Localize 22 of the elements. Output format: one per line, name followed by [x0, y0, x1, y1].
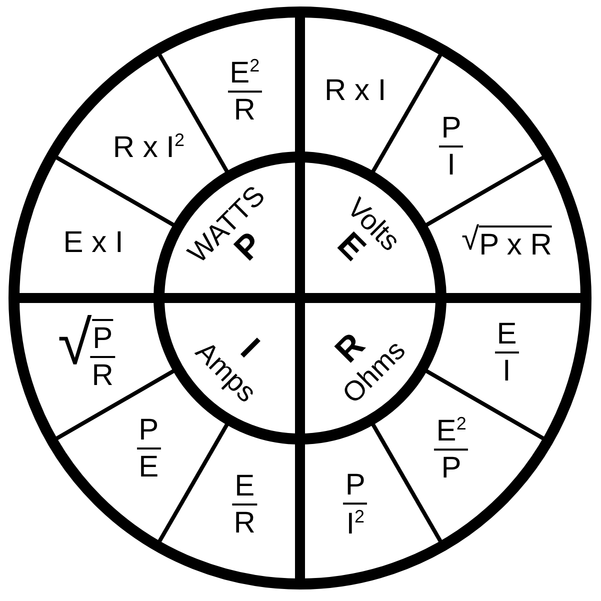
radical-sign: √	[58, 313, 92, 376]
formula: E x I	[63, 228, 124, 258]
numerator: E$^{2}$	[436, 414, 466, 447]
numerator: E$^{2}$	[230, 56, 260, 89]
radical-sign: √	[462, 222, 480, 254]
numerator: P	[345, 470, 366, 500]
denominator: P	[441, 454, 462, 484]
denominator: R	[234, 96, 256, 126]
numerator: E	[234, 471, 255, 502]
formula: P x R	[479, 230, 552, 260]
denominator: R	[92, 361, 114, 392]
denominator: R	[234, 508, 256, 538]
formula: R x I$^{2}$	[112, 130, 185, 163]
numerator: P	[92, 324, 113, 354]
numerator: P	[138, 416, 159, 446]
denominator: I$^{2}$	[346, 507, 365, 540]
denominator: I	[447, 150, 456, 180]
numerator: P	[441, 113, 462, 144]
denominator: E	[138, 452, 159, 483]
formula: R x I	[324, 76, 386, 106]
numerator: E	[496, 320, 517, 350]
denominator: I	[502, 356, 511, 387]
